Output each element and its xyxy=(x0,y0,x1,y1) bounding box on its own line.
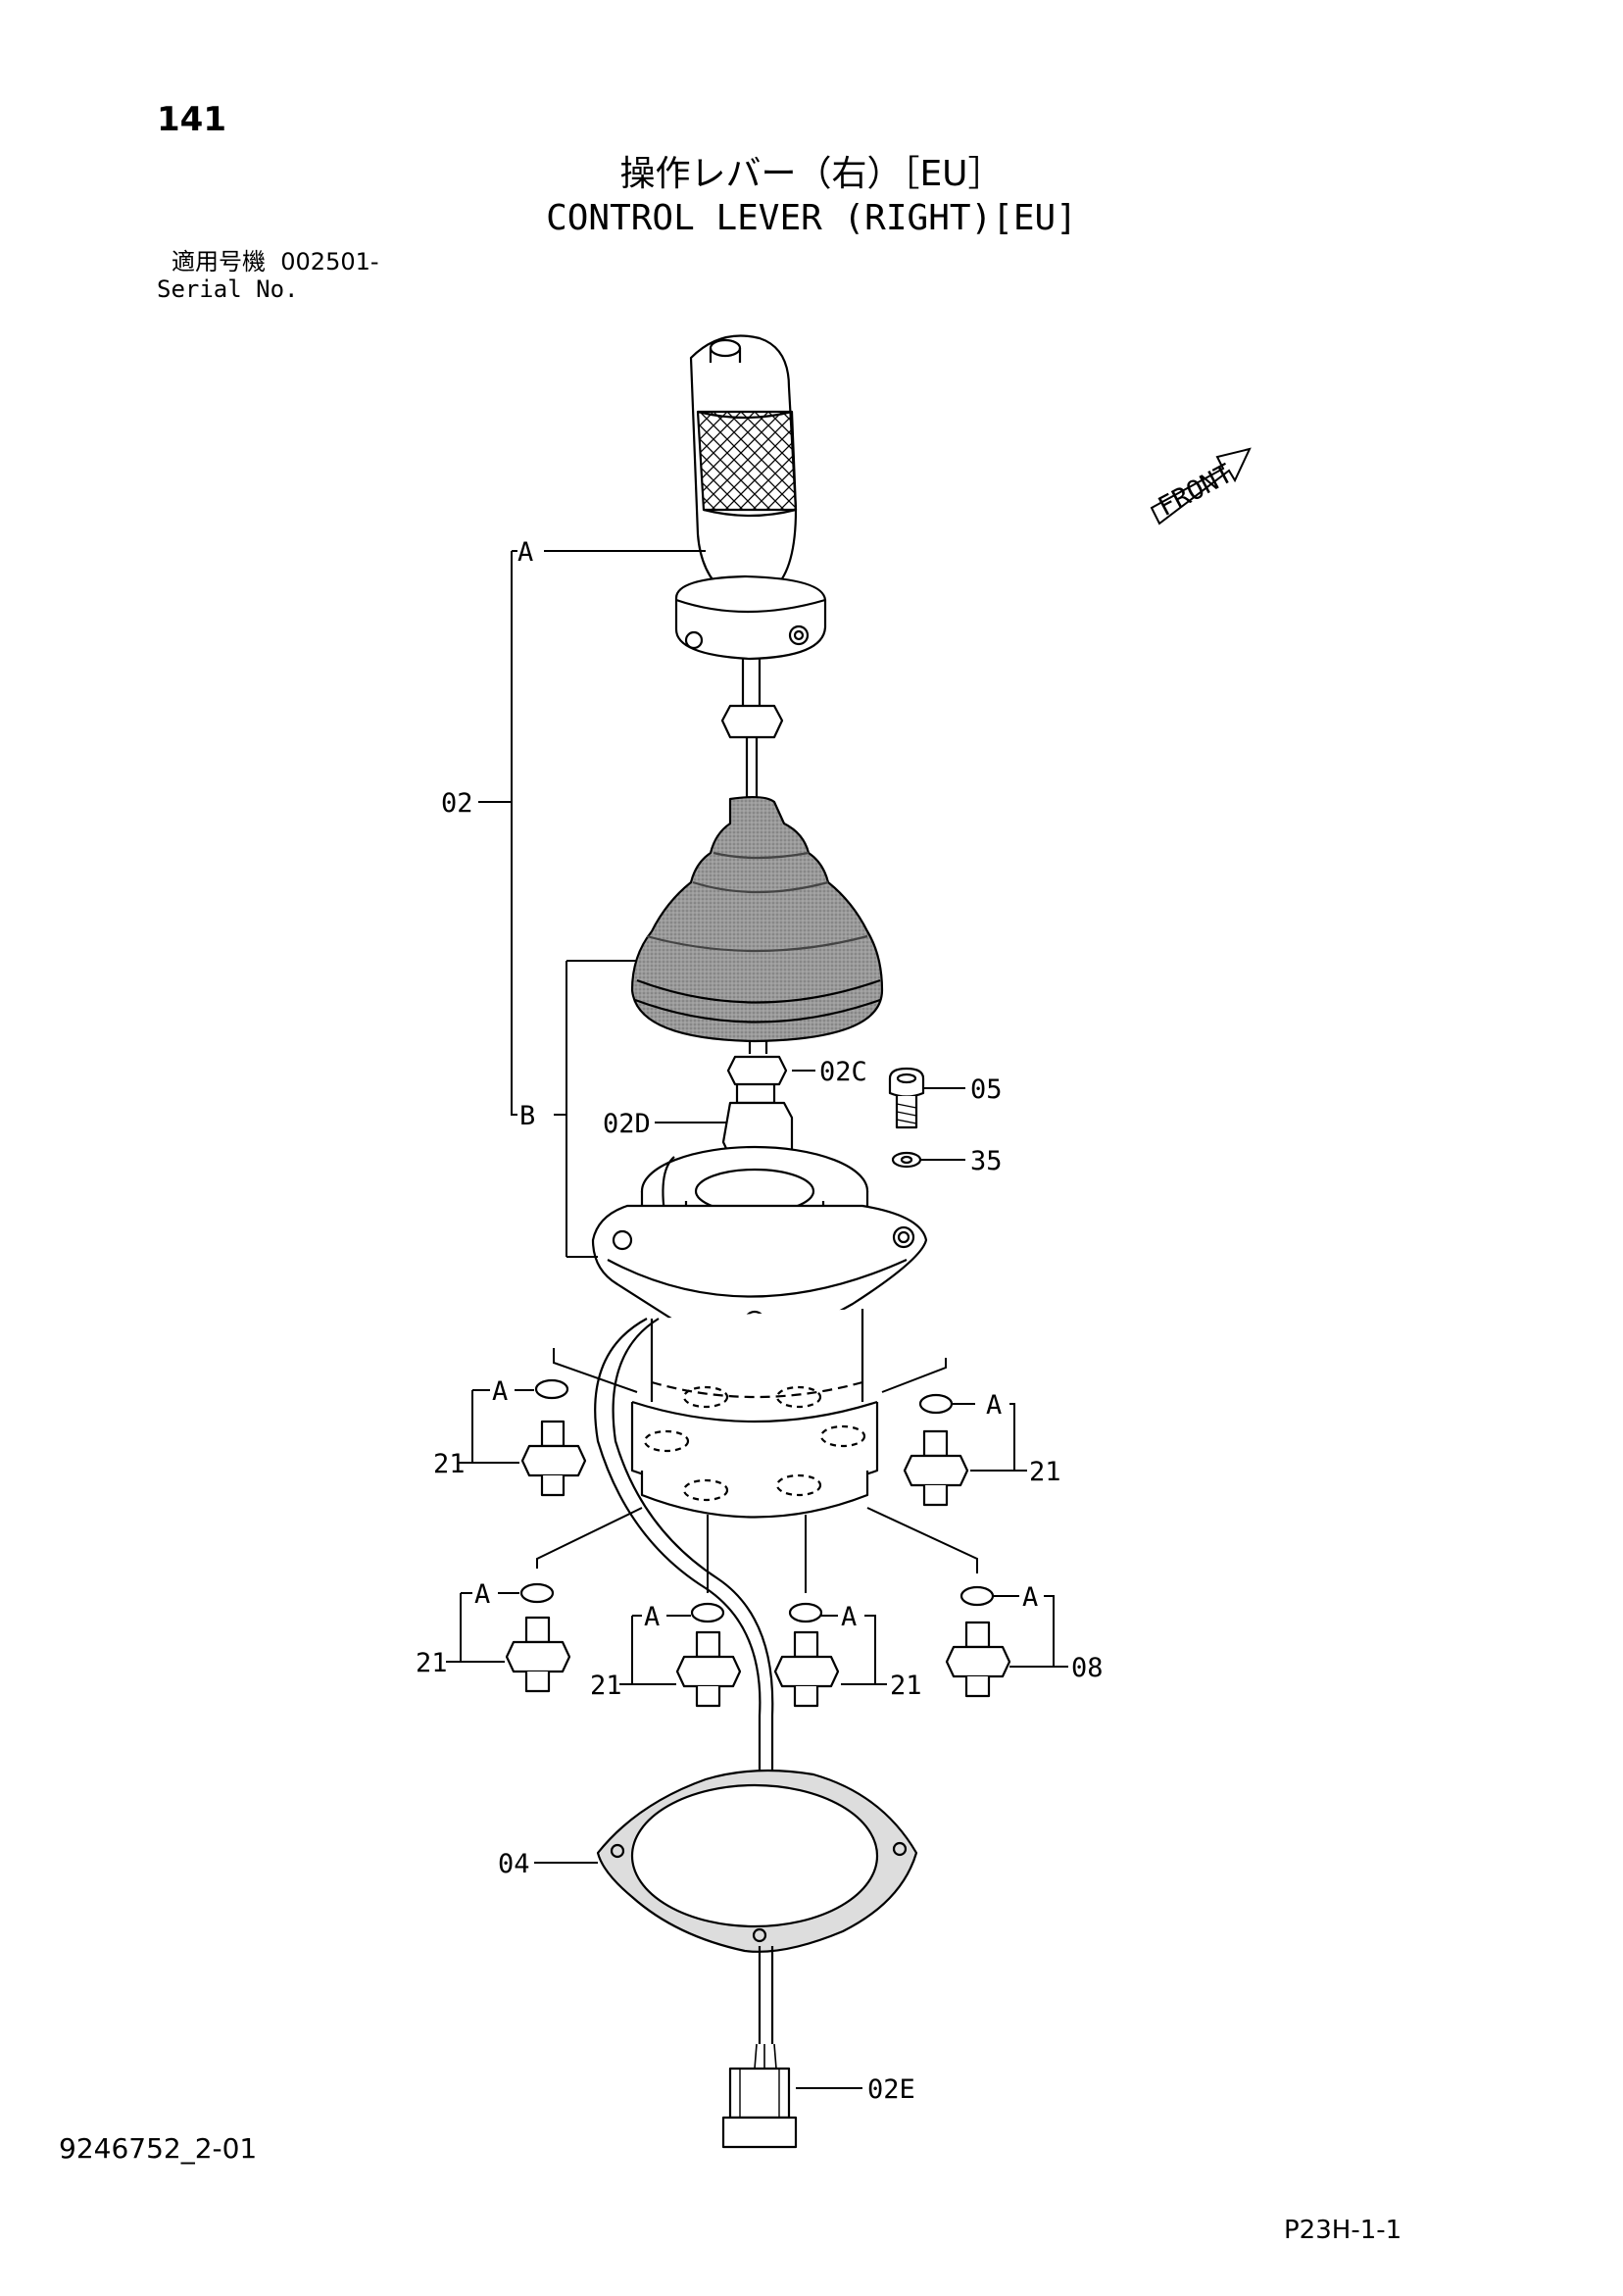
callout-05: 05 xyxy=(970,1074,1003,1105)
callout-21-bottom-2: 21 xyxy=(590,1671,622,1701)
callout-02c: 02C xyxy=(819,1057,867,1087)
lever-shaft xyxy=(720,659,784,799)
callout-a-bottom-1: A xyxy=(474,1579,490,1610)
callout-02: 02 xyxy=(441,788,473,819)
valve-body xyxy=(630,1309,879,1519)
callout-04: 04 xyxy=(498,1849,530,1879)
lever-collar xyxy=(674,574,827,661)
serial-label-english: Serial No. xyxy=(157,275,299,303)
washer-35 xyxy=(891,1151,922,1169)
connector-02e xyxy=(721,2067,798,2149)
harness-cable xyxy=(594,1318,774,1922)
callout-a-bottom-3: A xyxy=(841,1602,857,1632)
leader-lines xyxy=(446,550,1068,2089)
fitting-bottom-2 xyxy=(675,1602,742,1708)
rubber-boot xyxy=(630,795,884,1043)
gasket-04 xyxy=(596,1769,918,1953)
page-code: P23H-1-1 xyxy=(1284,2216,1402,2245)
title-english: CONTROL LEVER (RIGHT)[EU] xyxy=(546,198,1077,238)
fitting-upper-right xyxy=(903,1393,969,1507)
connector-lead xyxy=(754,1946,777,2070)
serial-value: 002501- xyxy=(280,248,379,275)
lever-grip xyxy=(689,334,798,595)
page-number: 141 xyxy=(157,100,226,139)
title-japanese: 操作レバー（右）［EU］ xyxy=(619,154,1004,194)
screw-05 xyxy=(888,1067,925,1129)
callout-21-right-top: 21 xyxy=(1029,1457,1061,1487)
callout-a-top: A xyxy=(517,537,533,568)
fitting-bottom-1 xyxy=(505,1582,571,1693)
callout-a-right-top: A xyxy=(986,1390,1002,1421)
callout-02e: 02E xyxy=(867,2074,915,2105)
front-label: FRONT xyxy=(1154,459,1238,524)
callout-21-bottom-3: 21 xyxy=(890,1671,922,1701)
callout-b: B xyxy=(519,1101,535,1131)
fitting-upper-left xyxy=(520,1378,587,1497)
callout-08: 08 xyxy=(1071,1653,1104,1683)
callout-21-left-top: 21 xyxy=(433,1449,466,1479)
fitting-bottom-3 xyxy=(773,1602,840,1708)
fitting-bottom-4 xyxy=(945,1585,1011,1698)
callout-a-bottom-4: A xyxy=(1022,1582,1038,1613)
serial-label-jp: 適用号機 xyxy=(172,248,266,275)
callout-a-left-top: A xyxy=(492,1376,508,1407)
callout-21-bottom-1: 21 xyxy=(416,1648,448,1678)
drawing-number: 9246752_2-01 xyxy=(59,2132,258,2165)
callout-02d: 02D xyxy=(603,1109,651,1139)
callout-a-bottom-2: A xyxy=(644,1602,660,1632)
front-arrow-icon: FRONT xyxy=(1150,447,1252,525)
serial-label-japanese: 適用号機 002501- xyxy=(172,250,379,274)
callout-35: 35 xyxy=(970,1146,1003,1176)
